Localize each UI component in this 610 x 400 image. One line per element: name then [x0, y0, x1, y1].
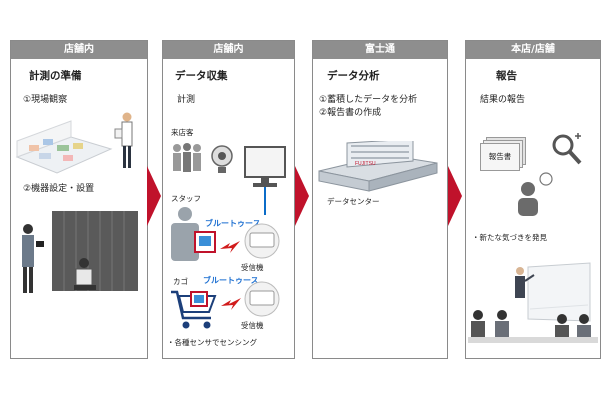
panel-header: 富士通 — [313, 41, 447, 59]
datacenter-building: FUJITSU — [318, 141, 438, 192]
cart-icon — [171, 290, 217, 329]
bluetooth-tag-icon — [194, 231, 216, 253]
meeting-illustration — [468, 262, 598, 343]
panel-header: 店舗内 — [11, 41, 147, 59]
flow-arrow-3 — [448, 166, 462, 226]
finding-note: ・新たな気づきを発見 — [472, 233, 547, 242]
technician-figure — [22, 211, 138, 293]
bluetooth-label-1: ブルートゥース — [205, 219, 261, 228]
flow-arrow-1 — [147, 166, 161, 226]
receiver-icon — [244, 281, 280, 317]
panel-header: 店舗内 — [163, 41, 294, 59]
measure-label: 計測 — [177, 95, 196, 105]
staff-figure-icon — [171, 207, 199, 261]
store-survey-illustration — [15, 112, 133, 174]
panel-title: データ収集 — [175, 70, 228, 82]
flow-arrow-2 — [295, 166, 309, 226]
signal-bolt-icon — [221, 298, 241, 310]
panel-header: 本店/店舗 — [466, 41, 600, 59]
panel-data-collection: 店舗内 データ収集 計測 来店客 スタッフ ブルートゥース 受信機 カゴ ブルー… — [162, 40, 295, 359]
staff-label: スタッフ — [171, 194, 201, 203]
pc-monitor-icon — [244, 146, 286, 215]
sensing-note: ・各種センサでセンシング — [167, 338, 257, 347]
panel-report: 本店/店舗 報告 結果の報告 報告書 ・新たな気づきを発見 — [465, 40, 601, 359]
step-observe: ①現場観察 — [23, 95, 68, 105]
panel-title: データ分析 — [327, 70, 380, 82]
magnifier-icon — [552, 133, 582, 165]
customer-label: 来店客 — [171, 128, 194, 137]
webcam-icon — [211, 145, 233, 173]
panel-title: 報告 — [496, 70, 517, 82]
report-doc-icon: 報告書 — [480, 137, 526, 171]
step-device-setup: ②機器設定・設置 — [23, 184, 95, 194]
receiver-icon — [244, 223, 280, 259]
receiver-label-1: 受信機 — [241, 263, 264, 272]
result-report-label: 結果の報告 — [480, 95, 526, 105]
step-analyze: ①蓄積したデータを分析 — [319, 95, 418, 105]
report-doc-label: 報告書 — [480, 143, 520, 171]
panel-data-analysis: 富士通 データ分析 ①蓄積したデータを分析 ②報告書の作成 FUJITSU デー… — [312, 40, 448, 359]
signal-bolt-icon — [220, 241, 240, 253]
fujitsu-logo: FUJITSU — [355, 161, 376, 167]
basket-label: カゴ — [173, 277, 188, 286]
receiver-label-2: 受信機 — [241, 321, 264, 330]
person-idea-icon — [518, 172, 553, 216]
panel-title: 計測の準備 — [29, 70, 82, 82]
step-report: ②報告書の作成 — [319, 108, 382, 118]
customer-group-icon — [173, 143, 201, 172]
panel-preparation: 店舗内 計測の準備 ①現場観察 ②機器設定・設置 — [10, 40, 148, 359]
bluetooth-label-2: ブルートゥース — [203, 276, 259, 285]
datacenter-label: データセンター — [327, 197, 380, 206]
